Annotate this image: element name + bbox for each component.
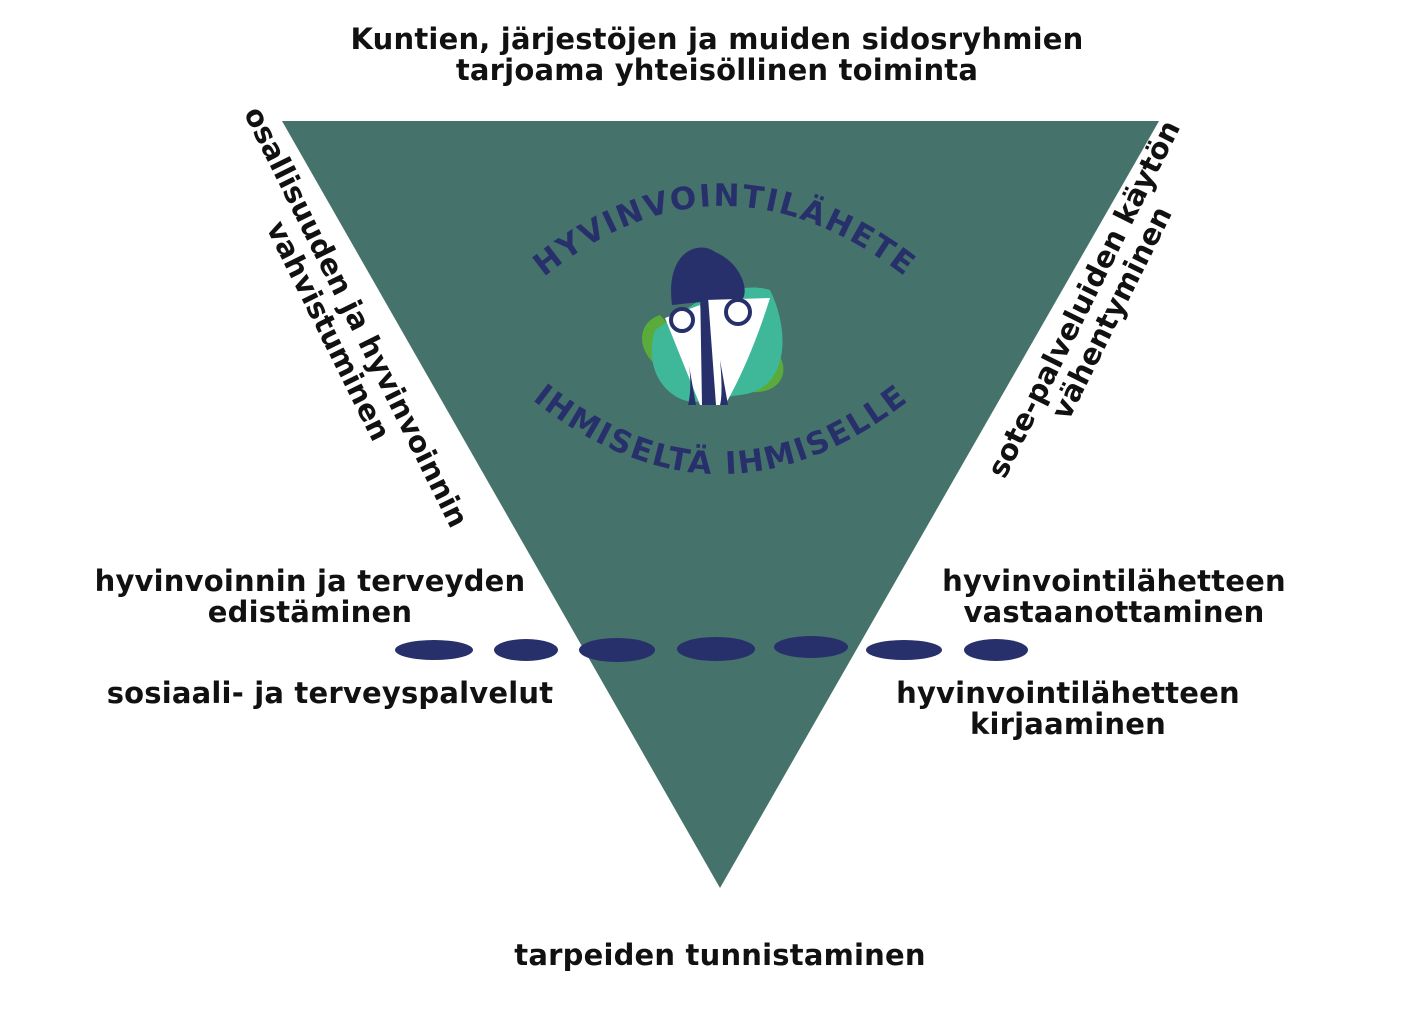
left-upper-label-line1: hyvinvoinnin ja terveyden <box>94 564 526 598</box>
left-lower-label-line1: sosiaali- ja terveyspalvelut <box>106 676 554 710</box>
people-emblem-icon <box>642 247 784 405</box>
right-lower-label-line2: kirjaaminen <box>970 707 1166 741</box>
divider-dash <box>494 639 558 661</box>
divider-dash <box>395 640 473 660</box>
bottom-label-line1: tarpeiden tunnistaminen <box>514 938 926 972</box>
divider-dash <box>964 639 1028 661</box>
right-upper-label: hyvinvointilähetteen vastaanottaminen <box>864 566 1364 628</box>
divider-dash <box>866 640 942 660</box>
right-lower-label: hyvinvointilähetteen kirjaaminen <box>818 678 1318 740</box>
divider-dash <box>677 637 755 661</box>
person-head-icon <box>669 307 695 333</box>
person-head-icon <box>724 298 752 326</box>
right-upper-label-line2: vastaanottaminen <box>963 595 1265 629</box>
left-upper-label: hyvinvoinnin ja terveyden edistäminen <box>60 566 560 628</box>
dashed-divider <box>395 636 1028 662</box>
top-label-line1: Kuntien, järjestöjen ja muiden sidosryhm… <box>350 22 1084 56</box>
top-label-line2: tarjoama yhteisöllinen toiminta <box>455 53 979 87</box>
right-upper-label-line1: hyvinvointilähetteen <box>942 564 1286 598</box>
divider-dash <box>774 636 848 658</box>
bottom-label: tarpeiden tunnistaminen <box>420 940 1020 971</box>
top-label: Kuntien, järjestöjen ja muiden sidosryhm… <box>267 24 1167 86</box>
left-lower-label: sosiaali- ja terveyspalvelut <box>80 678 580 709</box>
divider-dash <box>579 638 655 662</box>
inverted-triangle <box>282 121 1159 888</box>
right-lower-label-line1: hyvinvointilähetteen <box>896 676 1240 710</box>
left-upper-label-line2: edistäminen <box>207 595 413 629</box>
